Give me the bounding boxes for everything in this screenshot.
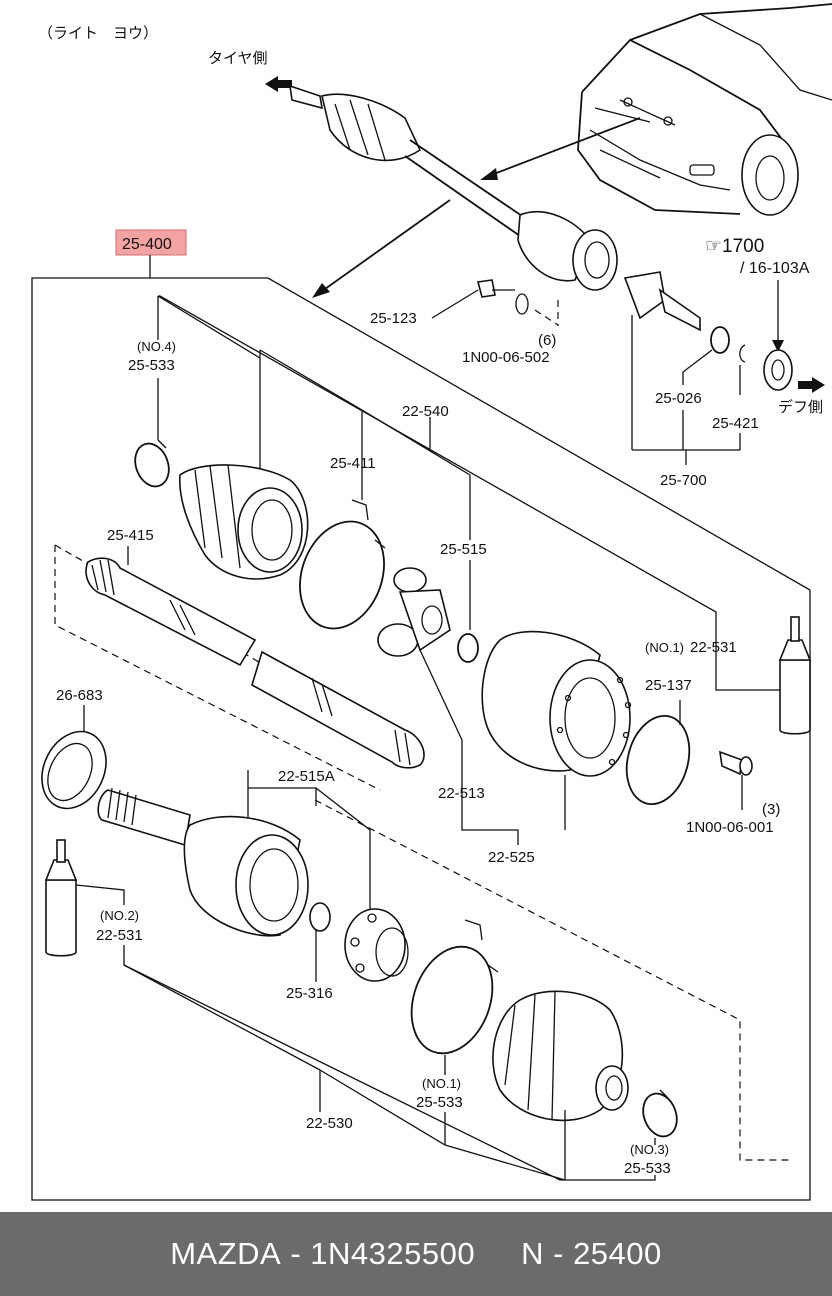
reference-page: ☞1700 xyxy=(705,236,764,257)
callout-25-515: 25-515 xyxy=(440,541,487,558)
callout-25-400: 25-400 xyxy=(122,236,172,253)
callout-1n00-06-001: 1N00-06-001 xyxy=(686,819,774,836)
label-no4: (NO.4) xyxy=(137,339,176,354)
footer-code-prefix: N xyxy=(521,1236,544,1271)
callout-22-515a: 22-515A xyxy=(278,768,335,785)
diff-side-label: デフ側 xyxy=(778,398,823,416)
tripod-22-513 xyxy=(377,567,451,657)
callout-22-513: 22-513 xyxy=(438,785,485,802)
side-label: （ライト ヨウ） xyxy=(38,24,158,42)
qty-6: (6) xyxy=(538,332,556,349)
highlight-badge xyxy=(115,229,187,256)
boot-inner xyxy=(179,464,309,580)
callout-25-700: 25-700 xyxy=(660,472,707,489)
tire-side-arrow xyxy=(265,76,292,92)
gasket-25-137 xyxy=(625,714,691,806)
callout-25-123: 25-123 xyxy=(370,310,417,327)
footer-brand: MAZDA xyxy=(170,1236,282,1271)
grease-tube-no1 xyxy=(778,616,812,735)
callout-22-531-no2: 22-531 xyxy=(96,927,143,944)
footer-part-number: 1N4325500 xyxy=(310,1236,476,1271)
callout-22-525: 22-525 xyxy=(488,849,535,866)
callout-25-533-no4: 25-533 xyxy=(128,357,175,374)
label-no2: (NO.2) xyxy=(100,908,139,923)
callout-25-533-no3: 25-533 xyxy=(624,1160,671,1177)
callout-25-026: 25-026 xyxy=(655,390,702,407)
callout-25-316: 25-316 xyxy=(286,985,333,1002)
footer-code: 25400 xyxy=(573,1236,662,1271)
bolt-1n00-06-001 xyxy=(719,750,743,776)
callout-25-411: 25-411 xyxy=(330,455,376,472)
assembled-driveshaft xyxy=(289,84,701,332)
tire-side-label: タイヤ側 xyxy=(208,49,268,67)
location-arrows xyxy=(312,117,641,298)
clamp-no3 xyxy=(642,1092,678,1138)
shaft-25-415 xyxy=(85,557,425,769)
label-no1-a: (NO.1) xyxy=(645,640,684,655)
ring-25-026 xyxy=(710,326,730,354)
outer-joint-22-515a xyxy=(97,787,309,937)
footer-sep: - xyxy=(281,1236,311,1271)
car-illustration xyxy=(577,3,832,216)
bolt-1n00-06-502 xyxy=(476,279,529,315)
callout-25-533-no1: 25-533 xyxy=(416,1094,463,1111)
callout-25-421: 25-421 xyxy=(712,415,759,432)
parts-diagram: （ライト ヨウ） タイヤ側 xyxy=(31,3,832,1201)
clamp-no4 xyxy=(134,442,170,488)
callout-25-137: 25-137 xyxy=(645,677,692,694)
callout-22-531-no1: 22-531 xyxy=(690,639,737,656)
part-footer: MAZDA - 1N4325500 N - 25400 xyxy=(0,1212,832,1296)
footer-sep-2: - xyxy=(544,1236,574,1271)
qty-3: (3) xyxy=(762,801,780,818)
diff-side-arrow xyxy=(798,377,825,393)
callout-26-683: 26-683 xyxy=(56,687,103,704)
dust-shield-26-683 xyxy=(41,730,107,810)
callout-22-530: 22-530 xyxy=(306,1115,353,1132)
reference-section: / 16-103A xyxy=(740,260,810,277)
oil-seal xyxy=(763,349,793,391)
assembly-outline xyxy=(31,277,811,1201)
band-25-411 xyxy=(299,520,385,630)
inner-race xyxy=(344,908,409,982)
housing-22-525 xyxy=(481,630,632,777)
ball-25-316 xyxy=(309,902,331,932)
boot-outer xyxy=(492,990,629,1122)
band-no1 xyxy=(410,945,494,1055)
callout-22-540: 22-540 xyxy=(402,403,449,420)
label-no3: (NO.3) xyxy=(630,1142,669,1157)
callout-1n00-06-502: 1N00-06-502 xyxy=(462,349,550,366)
grease-tube-no2 xyxy=(44,839,78,957)
label-no1-b: (NO.1) xyxy=(422,1076,461,1091)
snap-ring-25-515 xyxy=(457,633,479,663)
callout-25-415: 25-415 xyxy=(107,527,154,544)
